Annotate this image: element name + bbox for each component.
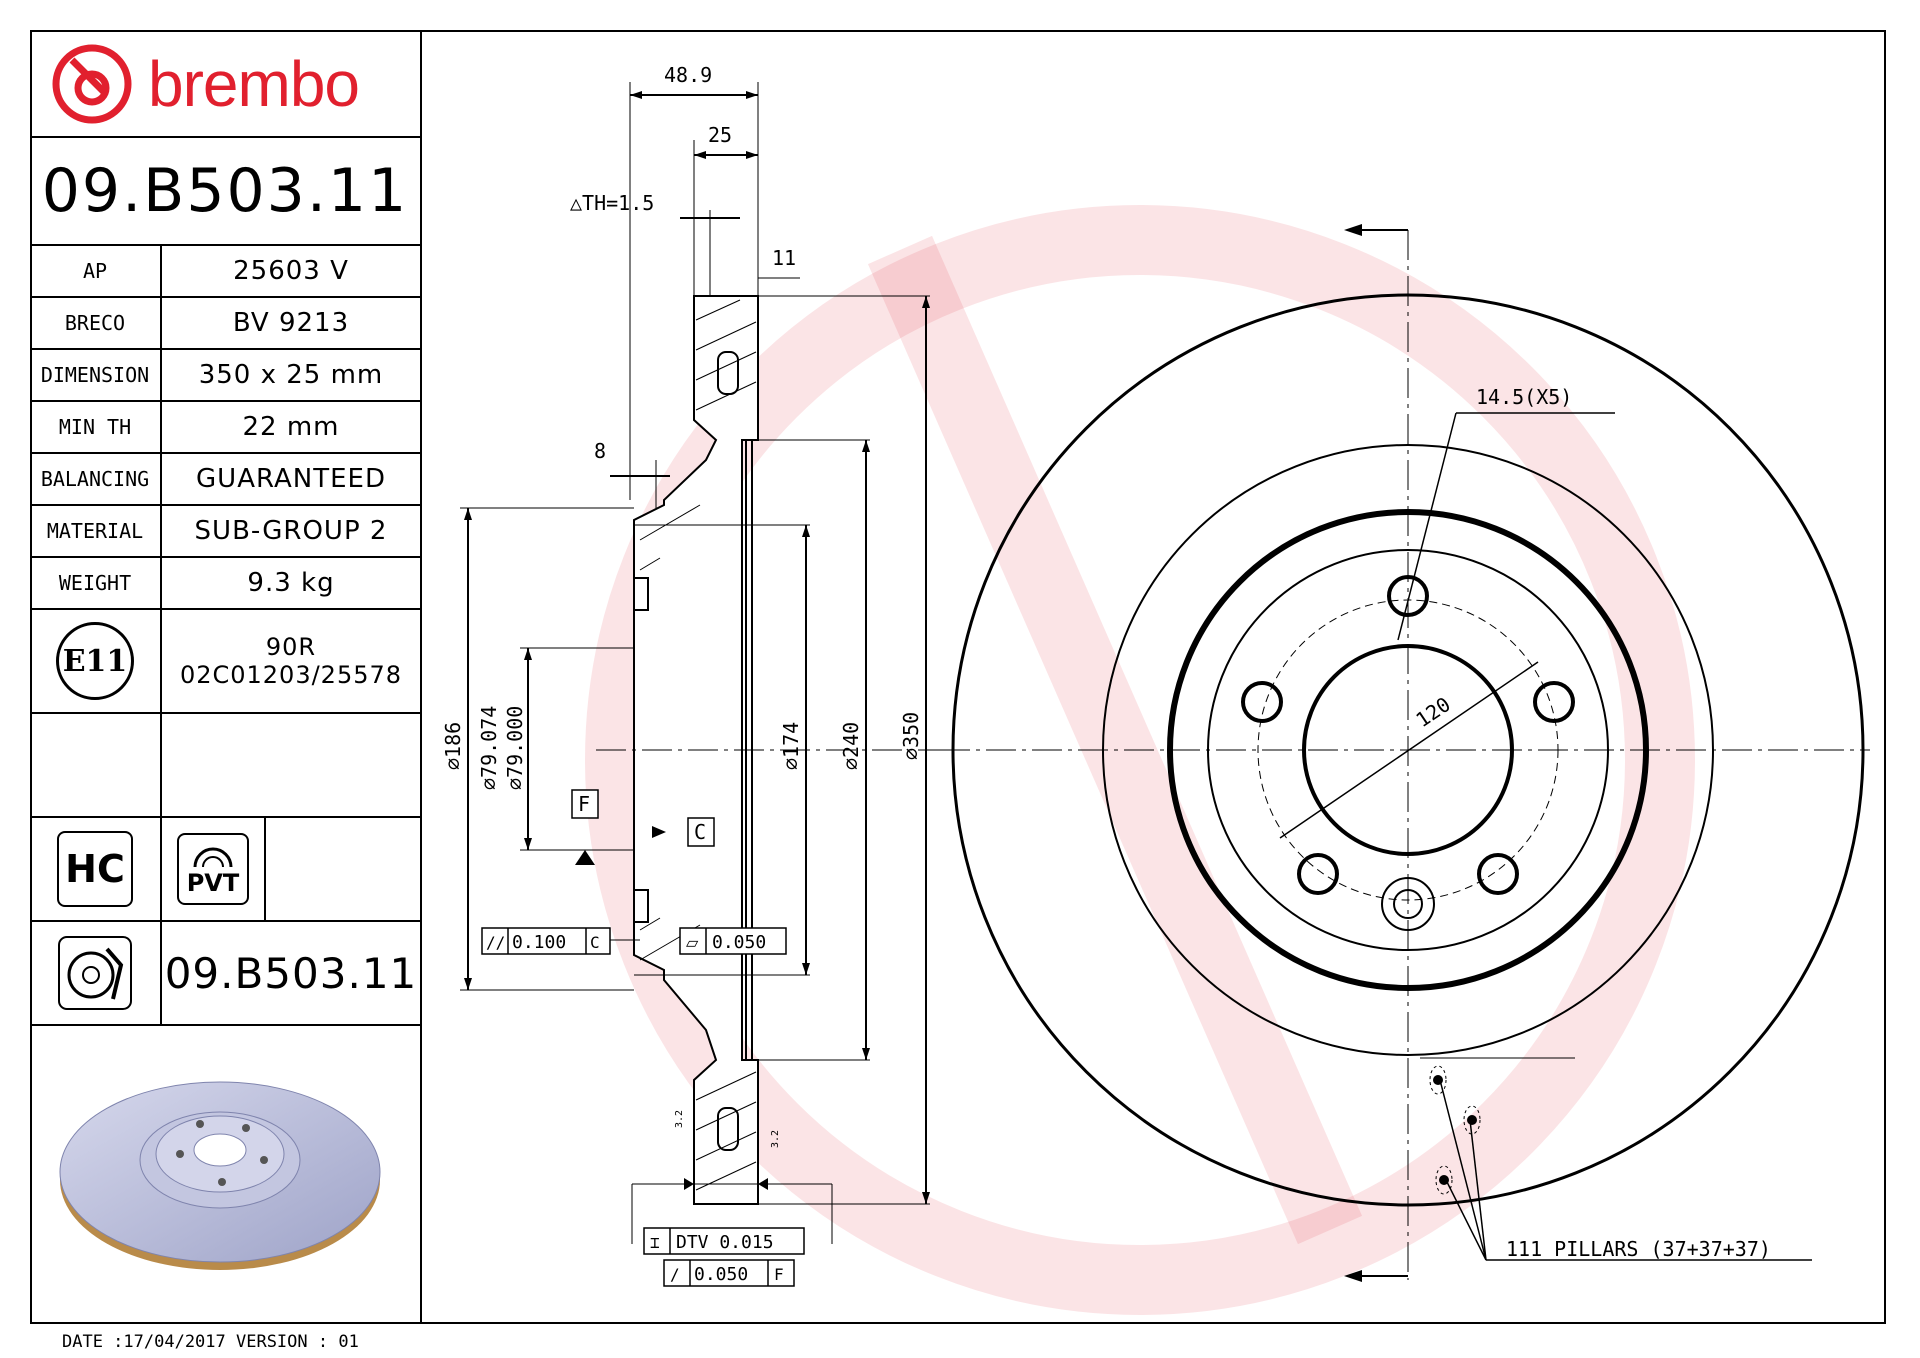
spec-row-material: MATERIAL SUB-GROUP 2 — [30, 506, 420, 558]
front-view-marks — [1344, 224, 1477, 1282]
approval-line2: 02C01203/25578 — [179, 661, 403, 689]
svg-text://: // — [486, 933, 505, 952]
tol-runout: 0.050 — [694, 1264, 748, 1285]
dim-th: △TH=1.5 — [570, 191, 654, 215]
front-view — [940, 229, 1870, 1280]
spec-label: BRECO — [30, 298, 162, 348]
svg-text:/: / — [670, 1265, 680, 1284]
brand-name: brembo — [148, 48, 360, 120]
part-number-small-row: 09.B503.11 — [30, 922, 420, 1026]
dim-d79074: ⌀79.074 — [477, 706, 501, 790]
tolerance-frames — [481, 927, 805, 1287]
spec-value: 25603 V — [233, 256, 349, 286]
brand: brembo — [50, 42, 360, 126]
spec-label: AP — [30, 246, 162, 296]
datum-f: F — [578, 792, 590, 816]
dim-overall-width: 48.9 — [664, 63, 712, 87]
pvt-badge-cell: PVT — [162, 818, 266, 920]
badge-row: HC PVT — [30, 818, 420, 922]
disc-icon — [193, 847, 233, 868]
tolerance-texts: // 0.100 C ⏥ 0.050 ⌶ DTV 0.015 / 0.050 F… — [486, 932, 784, 1285]
spec-value: 22 mm — [242, 412, 340, 442]
datum-c: C — [694, 820, 706, 844]
approval-mark-cell: E11 — [30, 610, 162, 712]
cross-section-view — [460, 82, 950, 1244]
dimension-arrows — [464, 91, 930, 1204]
spec-row-breco: BRECO BV 9213 — [30, 298, 420, 350]
disc-pad-icon-cell — [30, 922, 162, 1024]
hc-badge-cell: HC — [30, 818, 162, 920]
pvt-badge-icon: PVT — [177, 833, 249, 905]
spec-label: BALANCING — [30, 454, 162, 504]
dim-offset: 8 — [594, 439, 606, 463]
spec-label: DIMENSION — [30, 350, 162, 400]
disc-render-image — [50, 1060, 390, 1284]
svg-text:⌶: ⌶ — [650, 1233, 660, 1252]
blank-row — [30, 714, 420, 818]
tol-parallel: 0.100 — [512, 932, 566, 953]
dim-holes: 14.5(X5) — [1476, 385, 1572, 409]
spec-row-balancing: BALANCING GUARANTEED — [30, 454, 420, 506]
svg-text:F: F — [774, 1265, 784, 1284]
dim-d186: ⌀186 — [441, 722, 465, 770]
svg-text:⏥: ⏥ — [686, 933, 699, 952]
approval-codes: 90R 02C01203/25578 — [162, 610, 420, 712]
dim-d174: ⌀174 — [779, 722, 803, 770]
spec-label: MATERIAL — [30, 506, 162, 556]
tol-flat: 0.050 — [712, 932, 766, 953]
approval-line1: 90R — [265, 633, 317, 661]
disc-pad-icon — [58, 936, 132, 1010]
spec-value: GUARANTEED — [196, 464, 386, 494]
dimension-labels: 48.9 25 △TH=1.5 11 8 ⌀186 ⌀79.074 ⌀79.00… — [441, 63, 923, 790]
dim-hat: 11 — [772, 246, 796, 270]
part-number-row: 09.B503.11 — [30, 138, 420, 246]
datum-boxes: F C — [571, 789, 715, 847]
spec-row-min-th: MIN TH 22 mm — [30, 402, 420, 454]
footer-date-version: DATE :17/04/2017 VERSION : 01 — [62, 1332, 359, 1352]
spec-value: 9.3 kg — [247, 568, 335, 598]
drawing-frame — [30, 30, 1886, 1324]
e-mark-icon: E11 — [56, 622, 134, 700]
spec-value: BV 9213 — [232, 308, 350, 338]
svg-text:C: C — [590, 933, 600, 952]
roughness-1: 3.2 — [674, 1110, 685, 1128]
pillars-label: 111 PILLARS (37+37+37) — [1506, 1237, 1771, 1261]
spec-value: 350 x 25 mm — [198, 360, 384, 390]
brembo-logo-icon — [52, 44, 132, 124]
hc-badge-icon: HC — [57, 831, 133, 907]
title-block: brembo 09.B503.11 AP 25603 V BRECO BV 92… — [30, 30, 422, 1324]
spec-label: MIN TH — [30, 402, 162, 452]
dim-d240: ⌀240 — [839, 722, 863, 770]
part-number: 09.B503.11 — [41, 156, 409, 226]
dim-d350: ⌀350 — [899, 712, 923, 760]
dim-d79000: ⌀79.000 — [503, 706, 527, 790]
front-view-labels: 14.5(X5) 120 111 PILLARS (37+37+37) — [1411, 385, 1771, 1261]
tol-dtv: DTV 0.015 — [676, 1232, 774, 1253]
roughness-2: 3.2 — [770, 1130, 781, 1148]
spec-row-ap: AP 25603 V — [30, 246, 420, 298]
spec-value: SUB-GROUP 2 — [194, 516, 388, 546]
brand-row: brembo — [30, 30, 420, 138]
spec-label: WEIGHT — [30, 558, 162, 608]
spec-row-dimension: DIMENSION 350 x 25 mm — [30, 350, 420, 402]
spec-row-weight: WEIGHT 9.3 kg — [30, 558, 420, 610]
dim-thickness: 25 — [708, 123, 732, 147]
watermark-logo — [585, 205, 1695, 1315]
disc-render-icon — [59, 1081, 381, 1270]
approval-row: E11 90R 02C01203/25578 — [30, 610, 420, 714]
blank-cell — [30, 714, 162, 816]
part-number-small: 09.B503.11 — [164, 948, 418, 998]
